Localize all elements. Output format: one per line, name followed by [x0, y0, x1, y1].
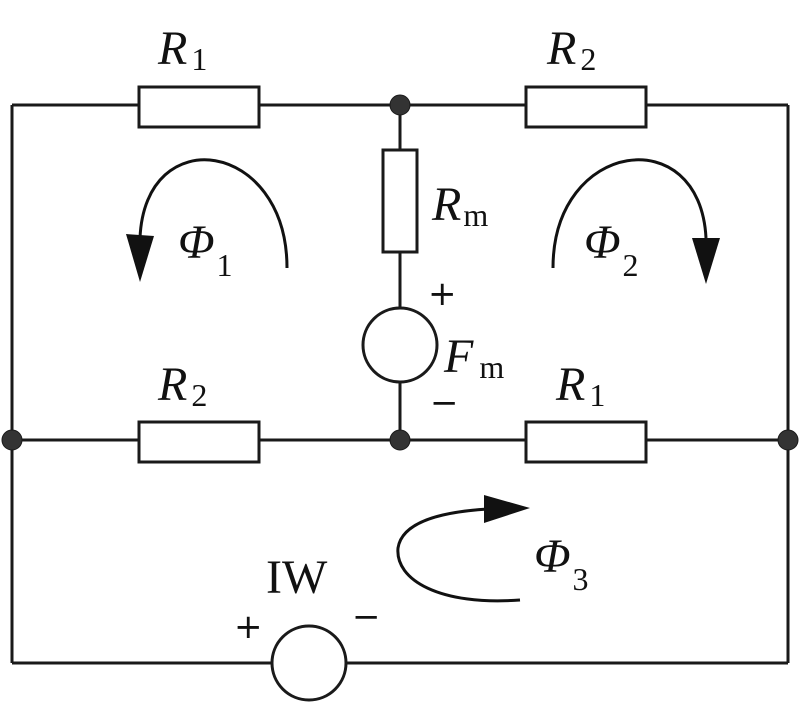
- flux-arrow-1-head: [126, 234, 154, 282]
- resistor-middle: [381, 148, 419, 254]
- resistor-top-left: [137, 85, 261, 129]
- fm-plus-sign: +: [428, 274, 457, 314]
- iw-plus-sign: +: [234, 607, 263, 647]
- fm-minus-sign: −: [430, 383, 459, 423]
- node-middle-left: [1, 429, 23, 451]
- resistor-bottom-left: [137, 420, 261, 464]
- flux-arrow-2-head: [692, 238, 720, 284]
- flux-arrow-1: [138, 158, 289, 269]
- flux-arrow-2: [551, 158, 708, 269]
- label-resistor-middle: Rm: [431, 178, 488, 233]
- flux-arrow-3-head: [484, 495, 530, 523]
- label-flux-2: Φ2: [584, 216, 639, 283]
- resistor-bottom-right: [524, 420, 648, 464]
- flux-arrow-3: [396, 507, 521, 603]
- node-middle-center: [389, 429, 411, 451]
- iw-minus-sign: −: [352, 597, 381, 637]
- mmf-source-fm: [361, 306, 439, 384]
- node-middle-right: [777, 429, 799, 451]
- label-source-iw: IW: [266, 551, 328, 604]
- label-flux-3: Φ3: [534, 530, 589, 597]
- node-top-center: [389, 94, 411, 116]
- mmf-source-iw: [270, 624, 348, 702]
- label-flux-1: Φ1: [178, 216, 233, 283]
- resistor-top-right: [524, 85, 648, 129]
